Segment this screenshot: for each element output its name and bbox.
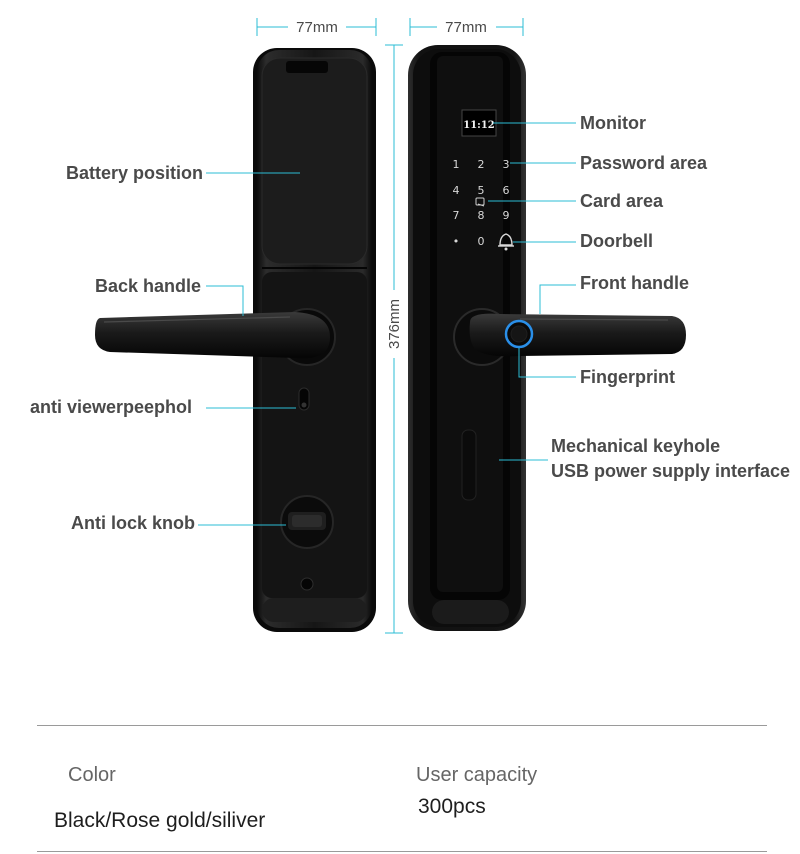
label-password-area: Password area	[580, 153, 708, 173]
spec-divider-top	[37, 725, 767, 726]
spec-divider-bottom	[37, 851, 767, 852]
width-dimension-front: 77mm	[409, 18, 524, 36]
fingerprint-icon[interactable]	[504, 319, 534, 349]
width-front-text: 77mm	[445, 19, 487, 36]
label-card-area: Card area	[580, 191, 664, 211]
keypad-key[interactable]: 1	[453, 158, 460, 171]
monitor-screen: 11:12	[461, 109, 497, 137]
height-dimension: 376mm	[385, 44, 403, 634]
keypad-key[interactable]: 9	[503, 209, 510, 222]
width-back-text: 77mm	[296, 19, 338, 36]
keypad-key[interactable]: 3	[503, 158, 510, 171]
keypad-key[interactable]: 8	[478, 209, 485, 222]
spec-color-value: Black/Rose gold/siliver	[54, 809, 266, 832]
label-fingerprint: Fingerprint	[580, 367, 675, 387]
front-panel	[408, 45, 526, 631]
label-monitor: Monitor	[580, 113, 646, 133]
width-dimension-back: 77mm	[256, 18, 377, 36]
keypad-key[interactable]: 5	[478, 184, 485, 197]
screen-time: 11:12	[463, 120, 495, 131]
keypad-key[interactable]: 7	[453, 209, 460, 222]
keypad-key[interactable]: •	[453, 235, 460, 248]
back-handle-icon[interactable]	[95, 308, 336, 366]
peephole-icon	[298, 387, 310, 411]
label-doorbell: Doorbell	[580, 231, 653, 251]
spec-color-label: Color	[68, 764, 116, 786]
label-front-handle: Front handle	[580, 273, 689, 293]
front-handle-icon[interactable]	[453, 308, 686, 366]
doorbell-icon[interactable]	[498, 233, 514, 251]
height-text: 376mm	[386, 299, 403, 349]
label-usb-power-interface: USB power supply interface	[551, 461, 790, 481]
label-anti-viewer-peephole: anti viewerpeephol	[30, 397, 192, 417]
card-icon	[475, 197, 485, 207]
keypad[interactable]: 1 2 3 4 5 6 7 8 9 • 0	[453, 158, 510, 248]
keypad-key[interactable]: 2	[478, 158, 485, 171]
label-back-handle: Back handle	[95, 276, 201, 296]
label-battery-position: Battery position	[66, 163, 203, 183]
keypad-key[interactable]: 6	[503, 184, 510, 197]
spec-capacity-value: 300pcs	[418, 795, 486, 818]
label-anti-lock-knob: Anti lock knob	[71, 513, 195, 533]
label-mechanical-keyhole: Mechanical keyhole	[551, 436, 720, 456]
anti-lock-knob-icon[interactable]	[280, 495, 334, 549]
keypad-key[interactable]: 0	[478, 235, 485, 248]
spec-capacity-label: User capacity	[416, 764, 538, 786]
smart-lock-diagram: 77mm 77mm 376mm	[30, 18, 790, 634]
key-hole-icon	[300, 577, 314, 591]
keypad-key[interactable]: 4	[453, 184, 460, 197]
leader-lines	[198, 122, 576, 526]
